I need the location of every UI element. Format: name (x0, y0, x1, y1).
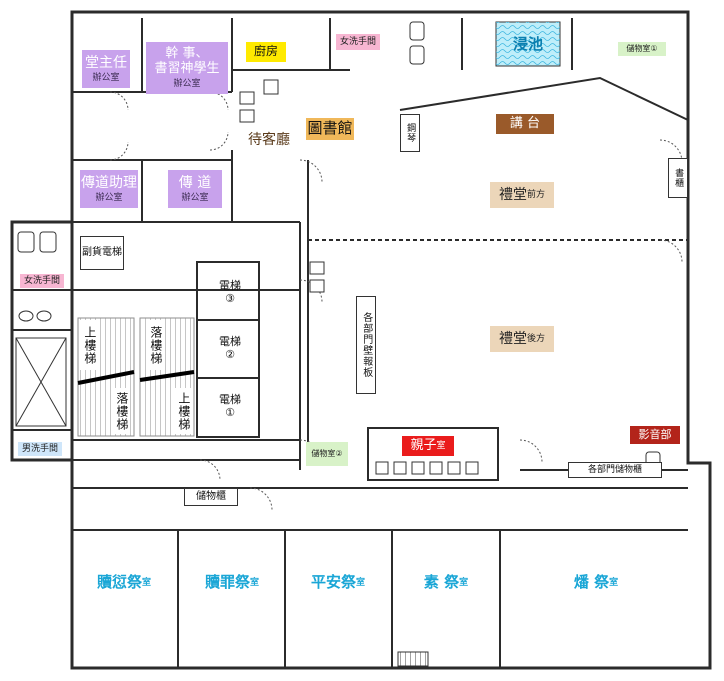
room-label: 副貨電梯 (82, 247, 122, 259)
room-label: 贖愆祭 (96, 573, 142, 592)
stairs-down-right: 落樓梯 (146, 320, 164, 370)
room-sub-label: 前方 (526, 189, 545, 200)
elevator-2: 電梯 ② (214, 334, 246, 364)
room-grain-offering: 素 祭 室 (410, 572, 482, 594)
elevator-3: 電梯 ③ (214, 278, 246, 308)
auditorium-front: 禮堂 前方 (490, 182, 554, 208)
room-label: 平安祭 (310, 573, 356, 592)
room-library: 圖書館 (306, 118, 354, 140)
outer-walls (10, 10, 712, 670)
room-label: 各部門儲物櫃 (587, 464, 642, 475)
room-label: 儲物室① (626, 44, 658, 54)
room-peace-offering: 平安祭 室 (302, 572, 374, 594)
parent-room-chairs (375, 461, 479, 475)
room-label: 待客廳 (248, 131, 290, 148)
elevator-number: ③ (225, 292, 235, 305)
room-label: 鋼琴 (405, 123, 416, 143)
room-label-2: 書習神學生 (154, 60, 220, 76)
room-av-dept: 影音部 (630, 426, 680, 444)
room-label: 女洗手間 (23, 275, 60, 286)
room-mens-restroom: 男洗手間 (18, 442, 62, 456)
room-label: 各部門壁報板 (360, 312, 372, 378)
room-baptism-pool: 浸池 (508, 34, 548, 56)
room-label: 禮堂 (498, 330, 527, 347)
piano: 鋼琴 (400, 114, 420, 152)
room-label: 幹 事、 (165, 45, 209, 61)
room-burnt-offering: 燔 祭 室 (560, 572, 632, 594)
room-sub-label: 辦公室 (173, 78, 201, 89)
room-sin-offering: 贖罪祭 室 (196, 572, 268, 594)
room-atonement: 贖愆祭 室 (88, 572, 160, 594)
room-sub-label: 室 (459, 577, 469, 588)
room-label: 落樓梯 (114, 391, 129, 431)
elevator-number: ① (225, 406, 235, 419)
room-label: 廚房 (253, 44, 278, 59)
room-sub-label: 辦公室 (181, 192, 209, 203)
door-swings (109, 91, 683, 511)
front-vent (397, 651, 429, 667)
room-storage-1: 儲物室① (618, 42, 666, 56)
room-label: 傳 道 (178, 174, 212, 191)
room-label: 電梯 (219, 393, 241, 407)
room-label: 儲物室② (311, 449, 343, 459)
room-womens-restroom-left: 女洗手間 (20, 274, 64, 288)
room-evangelist-office: 傳 道 辦公室 (168, 170, 222, 208)
stairs-up-right: 上樓梯 (174, 388, 192, 434)
restroom-fixtures (17, 21, 661, 467)
room-label: 親子 (410, 437, 437, 453)
room-label: 女洗手間 (339, 36, 376, 47)
room-sub-label: 後方 (526, 333, 545, 344)
room-kitchen: 廚房 (246, 42, 286, 62)
room-label: 儲物櫃 (196, 491, 226, 503)
room-label: 圖書館 (307, 119, 353, 138)
room-sub-label: 室 (142, 577, 152, 588)
dept-cabinets: 各部門儲物櫃 (568, 462, 662, 478)
room-label: 浸池 (512, 35, 543, 54)
room-storage-2: 儲物室② (306, 442, 348, 466)
room-evangelism-assistant-office: 傳道助理 辦公室 (80, 170, 138, 208)
room-sub-label: 室 (356, 577, 366, 588)
room-label: 上樓梯 (82, 325, 97, 365)
room-sub-label: 辦公室 (92, 72, 120, 83)
room-label: 落樓梯 (148, 325, 163, 365)
room-label: 書櫃 (673, 168, 684, 188)
room-label: 傳道助理 (81, 174, 137, 191)
room-label: 講 台 (509, 115, 541, 131)
auditorium-back: 禮堂 後方 (490, 326, 554, 352)
room-label: 上樓梯 (176, 391, 191, 431)
auxiliary-elevator: 副貨電梯 (80, 236, 124, 270)
room-label: 男洗手間 (21, 443, 58, 454)
room-waiting-room: 待客廳 (244, 130, 294, 150)
room-label: 燔 祭 (573, 573, 610, 592)
room-label: 堂主任 (85, 54, 127, 71)
room-label: 禮堂 (498, 186, 527, 203)
bookshelf: 書櫃 (668, 158, 688, 198)
room-sub-label: 室 (436, 440, 446, 451)
room-womens-restroom-top: 女洗手間 (336, 34, 380, 50)
elevator-number: ② (225, 348, 235, 361)
stairs-up-left: 上樓梯 (80, 320, 98, 370)
elevator-1: 電梯 ① (214, 392, 246, 422)
storage-cabinet: 儲物櫃 (184, 488, 238, 506)
room-staff-office: 幹 事、 書習神學生 辦公室 (146, 42, 228, 94)
interior-walls (12, 18, 689, 668)
room-parent-child: 親子 室 (402, 436, 454, 456)
room-label: 影音部 (638, 427, 672, 441)
room-label: 贖罪祭 (204, 573, 250, 592)
pulpit: 講 台 (496, 114, 554, 134)
pool-wave (496, 22, 560, 66)
room-sub-label: 辦公室 (95, 192, 123, 203)
lift-shaft (15, 337, 67, 427)
room-sub-label: 室 (609, 577, 619, 588)
stairs-down-left: 落樓梯 (112, 388, 130, 434)
bulletin-board: 各部門壁報板 (356, 296, 376, 394)
room-label: 電梯 (219, 335, 241, 349)
room-label: 電梯 (219, 279, 241, 293)
room-label: 素 祭 (423, 573, 460, 592)
room-sub-label: 室 (250, 577, 260, 588)
room-head-pastor-office: 堂主任 辦公室 (82, 50, 130, 88)
